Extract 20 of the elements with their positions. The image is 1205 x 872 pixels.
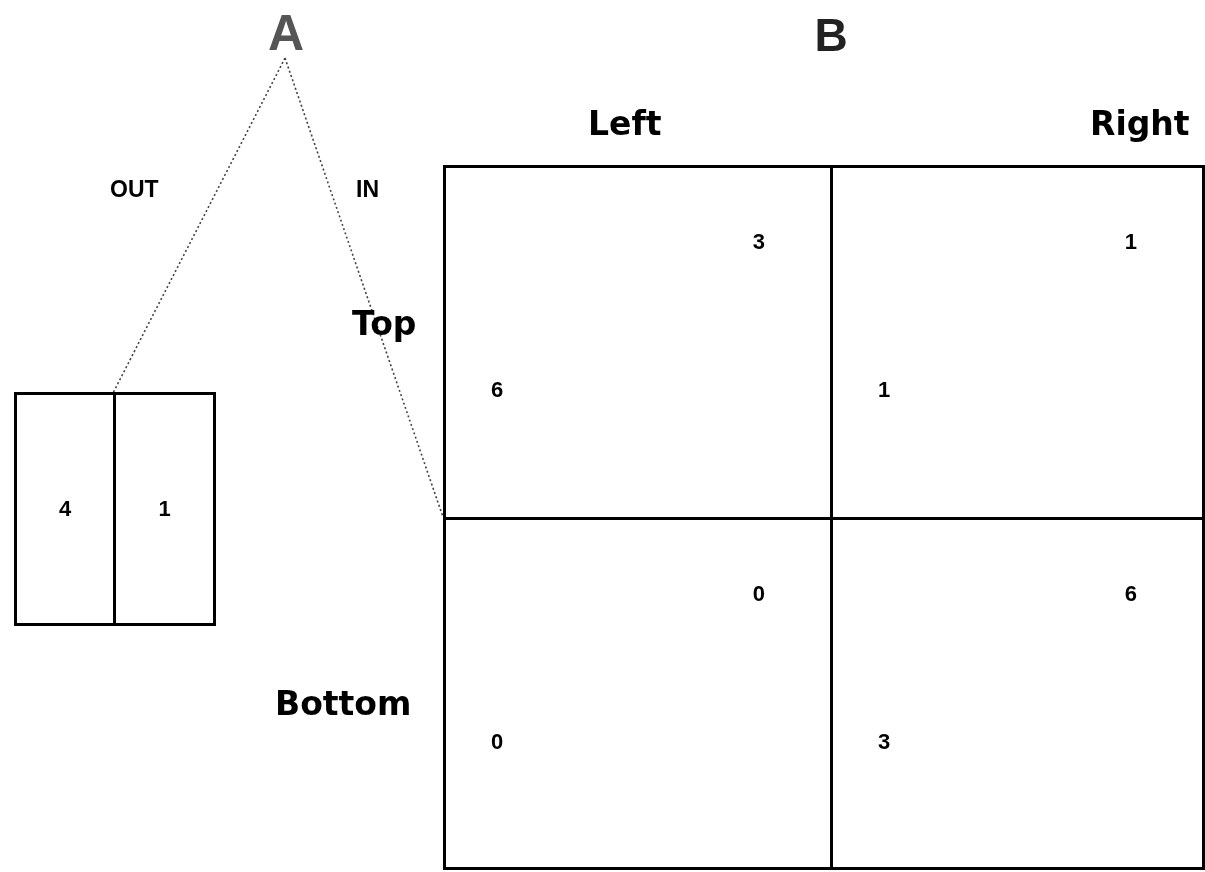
table-cell	[830, 517, 1205, 870]
cell-value: 3	[878, 730, 891, 754]
axis-heading: Right	[1090, 105, 1190, 143]
axis-heading: Left	[588, 105, 662, 143]
table-cell	[830, 165, 1205, 520]
axis-heading: Bottom	[275, 685, 412, 723]
cell-value: 0	[491, 730, 504, 754]
cell-value: 6	[1124, 582, 1137, 606]
cell-value: 1	[1124, 230, 1137, 254]
table-cell	[443, 165, 833, 520]
cell-value: 0	[752, 582, 765, 606]
cell-value: 6	[491, 378, 504, 402]
dotted-line	[112, 57, 286, 394]
table-cell	[443, 517, 833, 870]
axis-heading: Top	[352, 305, 417, 343]
diagram-letter: A	[262, 8, 310, 58]
cell-value: 3	[752, 230, 765, 254]
cell-value: 1	[878, 378, 891, 402]
dotted-line	[284, 57, 444, 518]
panel-letter: B	[813, 10, 849, 60]
